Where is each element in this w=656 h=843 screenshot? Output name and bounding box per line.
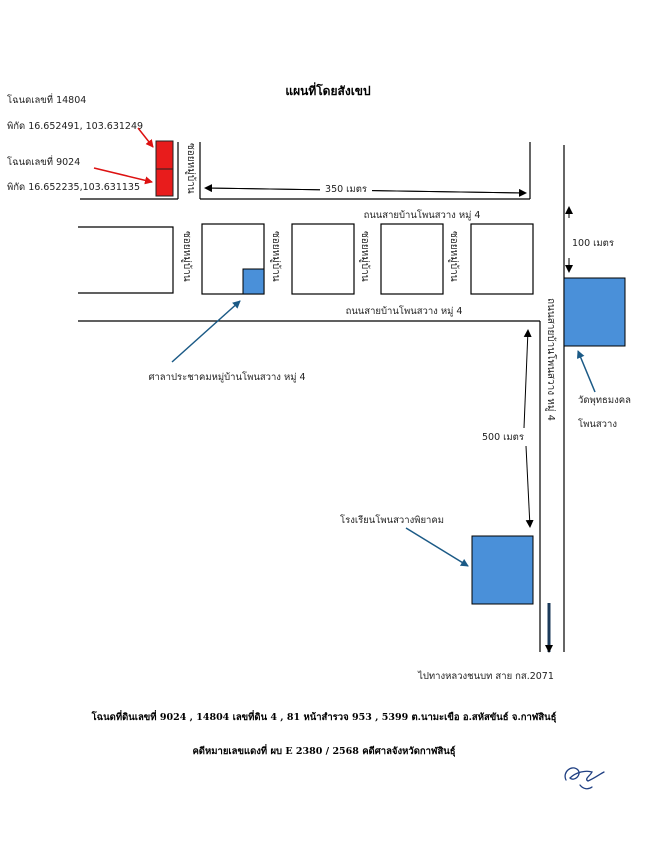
distance-500-arrow-down <box>525 445 534 528</box>
community-hall <box>242 268 265 295</box>
school-label: โรงเรียนโพนสวางพิยาคม <box>340 514 444 526</box>
soi-1-label: ซอยหมู่บ้าน <box>181 231 193 282</box>
soi-main-label: ซอยหมู่บ้าน <box>185 143 197 194</box>
deed-14804-coords: พิกัด 16.652491, 103.631249 <box>7 121 143 132</box>
temple-label-line1: วัดพุทธมงคล <box>578 395 631 406</box>
lower-road-label: ถนนสายบ้านโพนสวาง หมู่ 4 <box>346 305 463 317</box>
temple-label-line2: โพนสวาง <box>578 418 617 430</box>
community-hall-label: ศาลาประชาคมหมู่บ้านโพนสวาง หมู่ 4 <box>148 371 305 383</box>
temple <box>563 277 626 347</box>
deed-14804-label: โฉนดเลขที่ 14804 <box>7 93 86 106</box>
arrow-to-plot-9024 <box>93 167 153 185</box>
block-1 <box>201 223 265 295</box>
map-title: แผนที่โดยสังเขป <box>285 82 371 98</box>
footer-case-number: คดีหมายเลขแดงที่ ผบ E 2380 / 2568 คดีศาล… <box>192 743 455 757</box>
block-4 <box>470 223 534 295</box>
signature <box>564 767 605 790</box>
soi-3-label: ซอยหมู่บ้าน <box>359 231 371 282</box>
direction-label: ไปทางหลวงชนบท สาย กส.2071 <box>417 670 554 682</box>
block-3 <box>380 223 444 295</box>
vertical-road-label: ถนนสายบ้านโพนสวาง หมู่ 4 <box>545 298 558 421</box>
footer-deed-info: โฉนดที่ดินเลขที่ 9024 , 14804 เลขที่ดิน … <box>91 709 557 723</box>
plot-14804 <box>155 140 174 170</box>
distance-100-label: 100 เมตร <box>572 238 614 249</box>
arrow-to-plot-14804 <box>137 127 154 148</box>
arrow-to-school <box>405 527 469 567</box>
arrow-to-community-hall <box>171 300 241 363</box>
plot-9024 <box>155 168 174 197</box>
distance-500-arrow-up <box>523 329 532 429</box>
arrow-to-temple <box>576 350 596 393</box>
soi-4-label: ซอยหมู่บ้าน <box>448 231 460 282</box>
block-2 <box>291 223 355 295</box>
distance-350-label: 350 เมตร <box>325 184 367 195</box>
upper-road-label: ถนนสายบ้านโพนสวาง หมู่ 4 <box>364 209 481 221</box>
deed-9024-coords: พิกัด 16.652235,103.631135 <box>7 182 140 193</box>
distance-500-label: 500 เมตร <box>482 432 524 443</box>
deed-9024-label: โฉนดเลขที่ 9024 <box>7 155 80 168</box>
school <box>471 535 534 605</box>
block-left <box>78 226 174 294</box>
soi-2-label: ซอยหมู่บ้าน <box>270 231 282 282</box>
